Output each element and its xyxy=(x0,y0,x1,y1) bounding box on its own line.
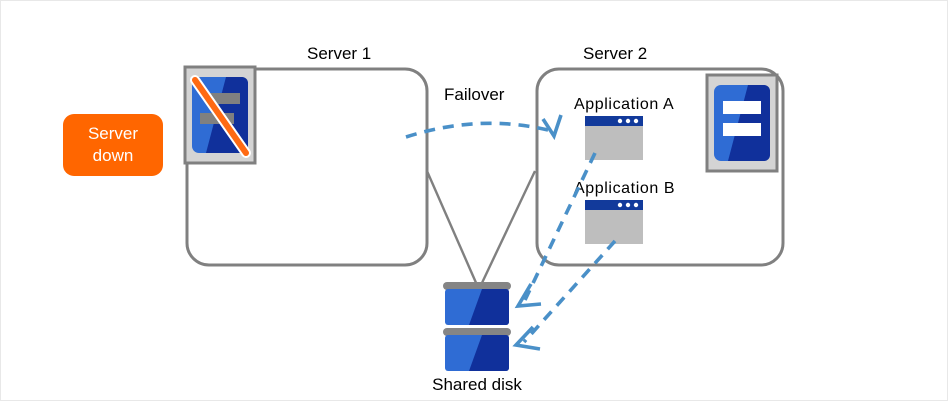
disk-stack-icon-block-1-shade xyxy=(469,289,509,325)
server-active-icon-bar-1 xyxy=(723,101,761,114)
application-b-label: Application B xyxy=(574,180,675,197)
status-badge-line1: Server xyxy=(88,124,138,143)
app-b-to-disk-path xyxy=(522,239,617,344)
server-active-icon-bar-2 xyxy=(723,123,761,136)
connector-server2-to-disk xyxy=(479,170,537,286)
application-a-window-titlebar xyxy=(585,116,643,126)
app-a-to-disk-arrowhead xyxy=(514,283,542,309)
connector-server1-to-disk xyxy=(425,170,479,286)
disk-stack-icon-bar-1 xyxy=(443,282,511,290)
app-a-to-disk-path xyxy=(523,152,597,301)
app-a-to-disk-arrow xyxy=(514,152,597,309)
shared-disk-label: Shared disk xyxy=(432,375,522,394)
application-a-group[interactable]: Application A xyxy=(574,96,674,160)
window-dot-3 xyxy=(633,202,639,208)
status-badge[interactable]: Server down xyxy=(63,114,163,176)
app-b-to-disk-arrow xyxy=(512,239,617,351)
app-window-icon[interactable] xyxy=(585,200,643,244)
application-a-label: Application A xyxy=(574,96,674,113)
status-badge-line2: down xyxy=(93,146,134,165)
server-active-icon xyxy=(705,73,779,173)
disk-stack-icon-bar-2 xyxy=(443,328,511,336)
window-dot-2 xyxy=(625,202,631,208)
window-dot-1 xyxy=(617,202,623,208)
failover-label: Failover xyxy=(444,85,505,104)
application-b-window-titlebar xyxy=(585,200,643,210)
failover-arrow: Failover xyxy=(405,85,563,141)
server-down-icon-bar-1 xyxy=(206,93,240,104)
server2-group[interactable]: Server 2 Application A Application B xyxy=(535,44,785,267)
server1-title: Server 1 xyxy=(307,44,371,63)
disk-stack-icon-block-2-shade xyxy=(469,335,509,371)
disk-connector-lines xyxy=(425,170,537,286)
shared-disk-group[interactable]: Shared disk xyxy=(432,282,522,394)
server-down-icon xyxy=(183,65,257,165)
failover-arrowhead xyxy=(541,114,563,141)
window-dot-2 xyxy=(625,118,631,124)
server-down-icon-slash xyxy=(192,77,249,156)
application-b-group[interactable]: Application B xyxy=(574,180,675,244)
app-window-icon[interactable] xyxy=(585,116,643,160)
window-dot-1 xyxy=(617,118,623,124)
server1-group[interactable]: Server 1 xyxy=(183,44,429,267)
status-badge-bg[interactable] xyxy=(63,114,163,176)
app-b-to-disk-arrowhead xyxy=(512,325,541,351)
window-dot-3 xyxy=(633,118,639,124)
server2-title: Server 2 xyxy=(583,44,647,63)
